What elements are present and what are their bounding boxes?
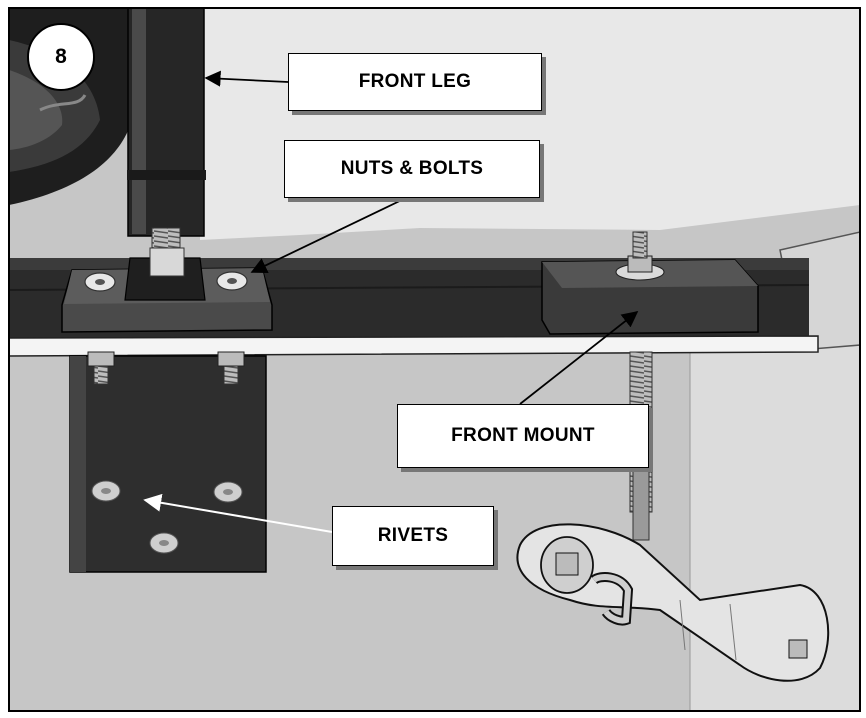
callout-front-leg: FRONT LEG — [288, 53, 542, 111]
arrow-front-mount — [519, 310, 639, 405]
frame-border — [8, 7, 861, 712]
tire — [9, 8, 132, 205]
arrow-nuts-bolts — [250, 195, 411, 273]
front-leg — [127, 7, 206, 237]
leg-mount-bracket — [61, 247, 273, 333]
front-mount-block — [541, 231, 759, 335]
white-flat-bar — [8, 335, 819, 357]
callout-nuts-bolts: NUTS & BOLTS — [284, 140, 540, 198]
lower-bracket-plate — [69, 351, 267, 573]
step-number-badge: 8 — [27, 23, 95, 91]
upper-light-panel — [200, 8, 860, 240]
callout-front-mount: FRONT MOUNT — [397, 404, 649, 468]
clamp-strap — [516, 523, 830, 682]
arrow-rivets — [143, 493, 333, 533]
arrow-front-leg — [204, 70, 289, 87]
callout-rivets: RIVETS — [332, 506, 494, 566]
